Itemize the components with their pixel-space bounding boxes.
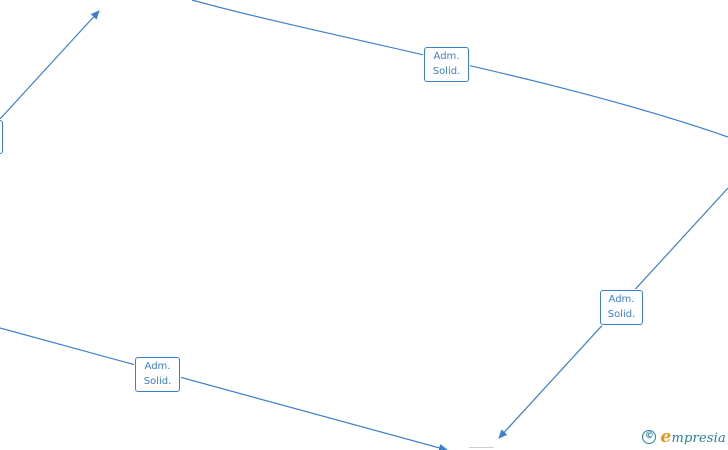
edge-label-line1: Adm. xyxy=(433,51,460,62)
edge-label-line2: Solid. xyxy=(432,66,461,77)
offscreen-node-edge xyxy=(469,447,494,450)
edge-label-line1: Adm. xyxy=(144,361,171,372)
edge-label-bottom: Adm. Solid. xyxy=(135,357,180,392)
edge-topleft[interactable] xyxy=(0,10,100,120)
edge-label-top: Adm. Solid. xyxy=(424,47,469,82)
edge-label-line2: Solid. xyxy=(143,376,172,387)
edge-label-partial xyxy=(0,120,3,154)
brand-logo-e: e xyxy=(660,427,672,447)
watermark: © empresia xyxy=(642,427,726,447)
copyright-icon: © xyxy=(642,430,657,444)
edge-label-right: Adm. Solid. xyxy=(600,290,643,325)
brand-logo: empresia xyxy=(660,427,726,447)
edge-label-line1: Adm. xyxy=(608,294,635,305)
brand-logo-rest: mpresia xyxy=(671,431,726,446)
edge-bottom[interactable] xyxy=(0,327,448,450)
edge-label-line2: Solid. xyxy=(607,309,636,320)
